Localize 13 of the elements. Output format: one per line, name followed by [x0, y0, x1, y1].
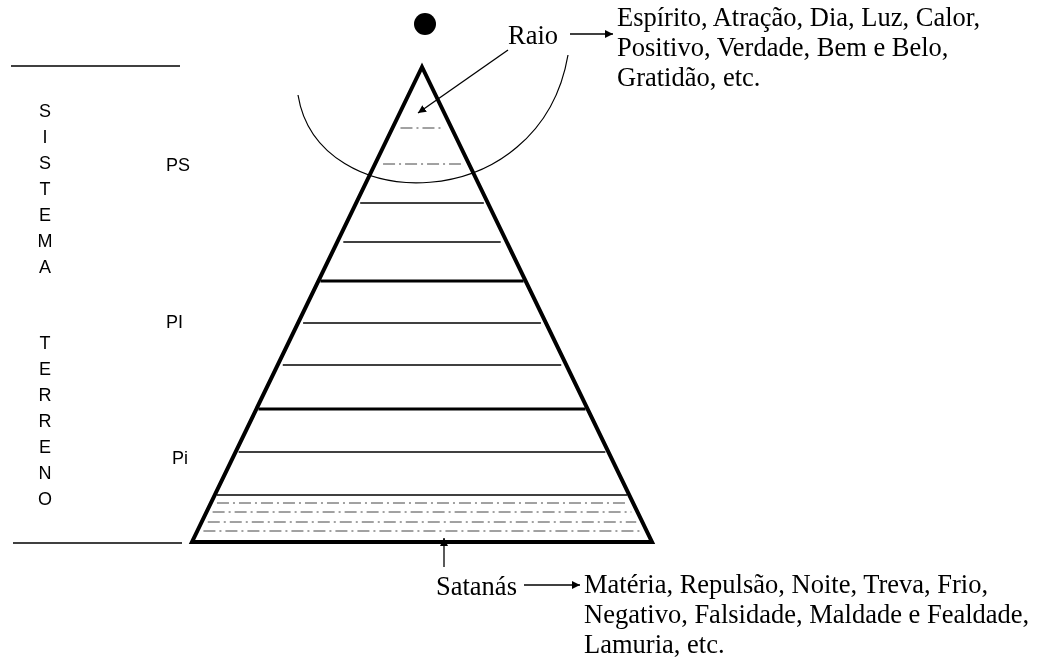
label-text: Raio: [508, 20, 560, 50]
description-text: Espírito, Atração, Dia, Luz, Calor, Positivo, Verdade, Bem e Belo, Gratidão, etc.: [617, 2, 982, 92]
vertical-label: TERRENO: [37, 332, 54, 511]
level-label: PI: [166, 312, 183, 333]
arrow: [417, 49, 509, 114]
level-label: PS: [166, 155, 190, 176]
vertical-label: SISTEMA: [37, 100, 54, 279]
arrow: [569, 30, 614, 38]
arrow: [523, 581, 581, 589]
description-text: Matéria, Repulsão, Noite, Treva, Frio, Negativo, Falsidade, Maldade e Fealdade, Lamuria, etc.: [584, 569, 1031, 659]
label-text: Satanás: [436, 571, 518, 601]
level-label: Pi: [172, 448, 188, 469]
arrow: [440, 537, 448, 568]
